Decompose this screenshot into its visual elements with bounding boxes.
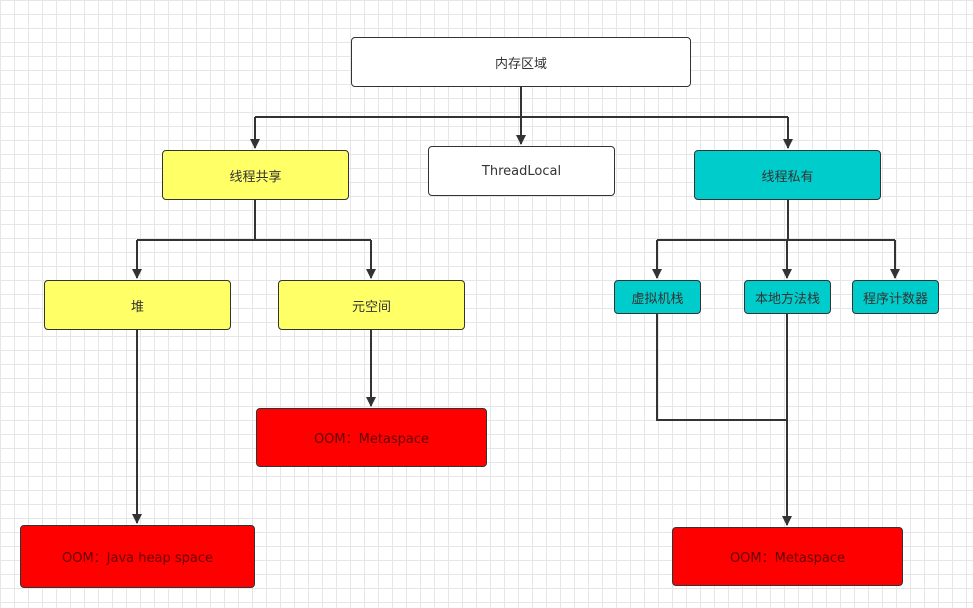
node-thread-shared[interactable]: 线程共享 [162,150,349,200]
node-oom-heap[interactable]: OOM：Java heap space [20,525,255,588]
node-thread-private[interactable]: 线程私有 [694,150,881,200]
node-vm-stack[interactable]: 虚拟机栈 [614,280,701,314]
edge-vm-stack-merge [656,314,787,421]
node-metaspace[interactable]: 元空间 [278,280,465,330]
node-oom-metaspace-shared[interactable]: OOM：Metaspace [256,408,487,467]
node-oom-metaspace-private[interactable]: OOM：Metaspace [672,527,903,586]
node-heap[interactable]: 堆 [44,280,231,330]
node-program-counter[interactable]: 程序计数器 [852,280,939,314]
node-native-method-stack[interactable]: 本地方法栈 [744,280,831,314]
node-memory-area[interactable]: 内存区域 [351,37,691,87]
node-threadlocal[interactable]: ThreadLocal [428,146,615,196]
